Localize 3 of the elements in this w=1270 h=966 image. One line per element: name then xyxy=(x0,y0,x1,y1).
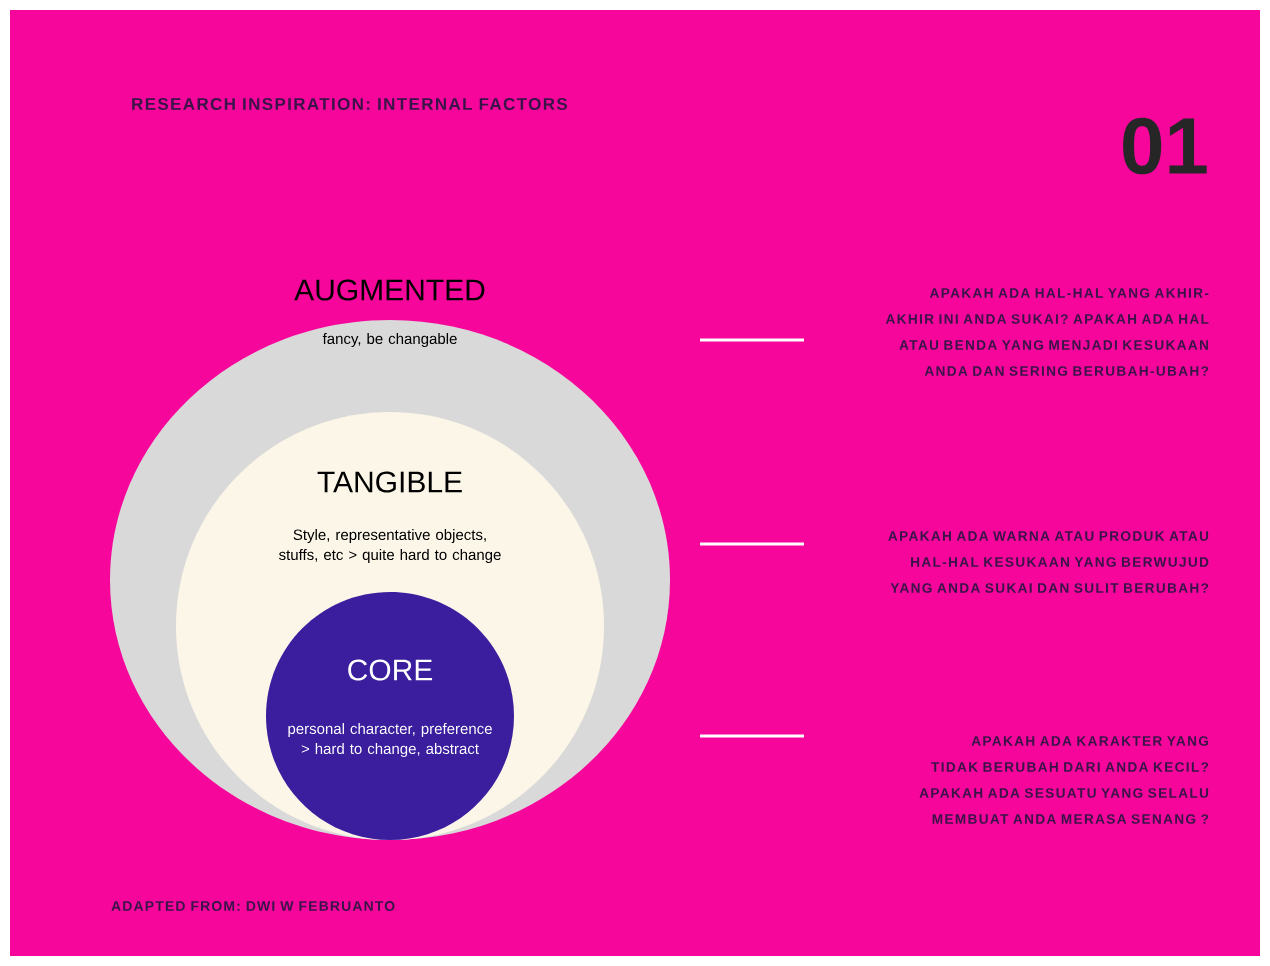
page-number: 01 xyxy=(1123,117,1207,175)
heading: RESEARCH INSPIRATION: INTERNAL FACTORS xyxy=(132,98,567,110)
node-label: AUGMENTED xyxy=(294,279,485,301)
